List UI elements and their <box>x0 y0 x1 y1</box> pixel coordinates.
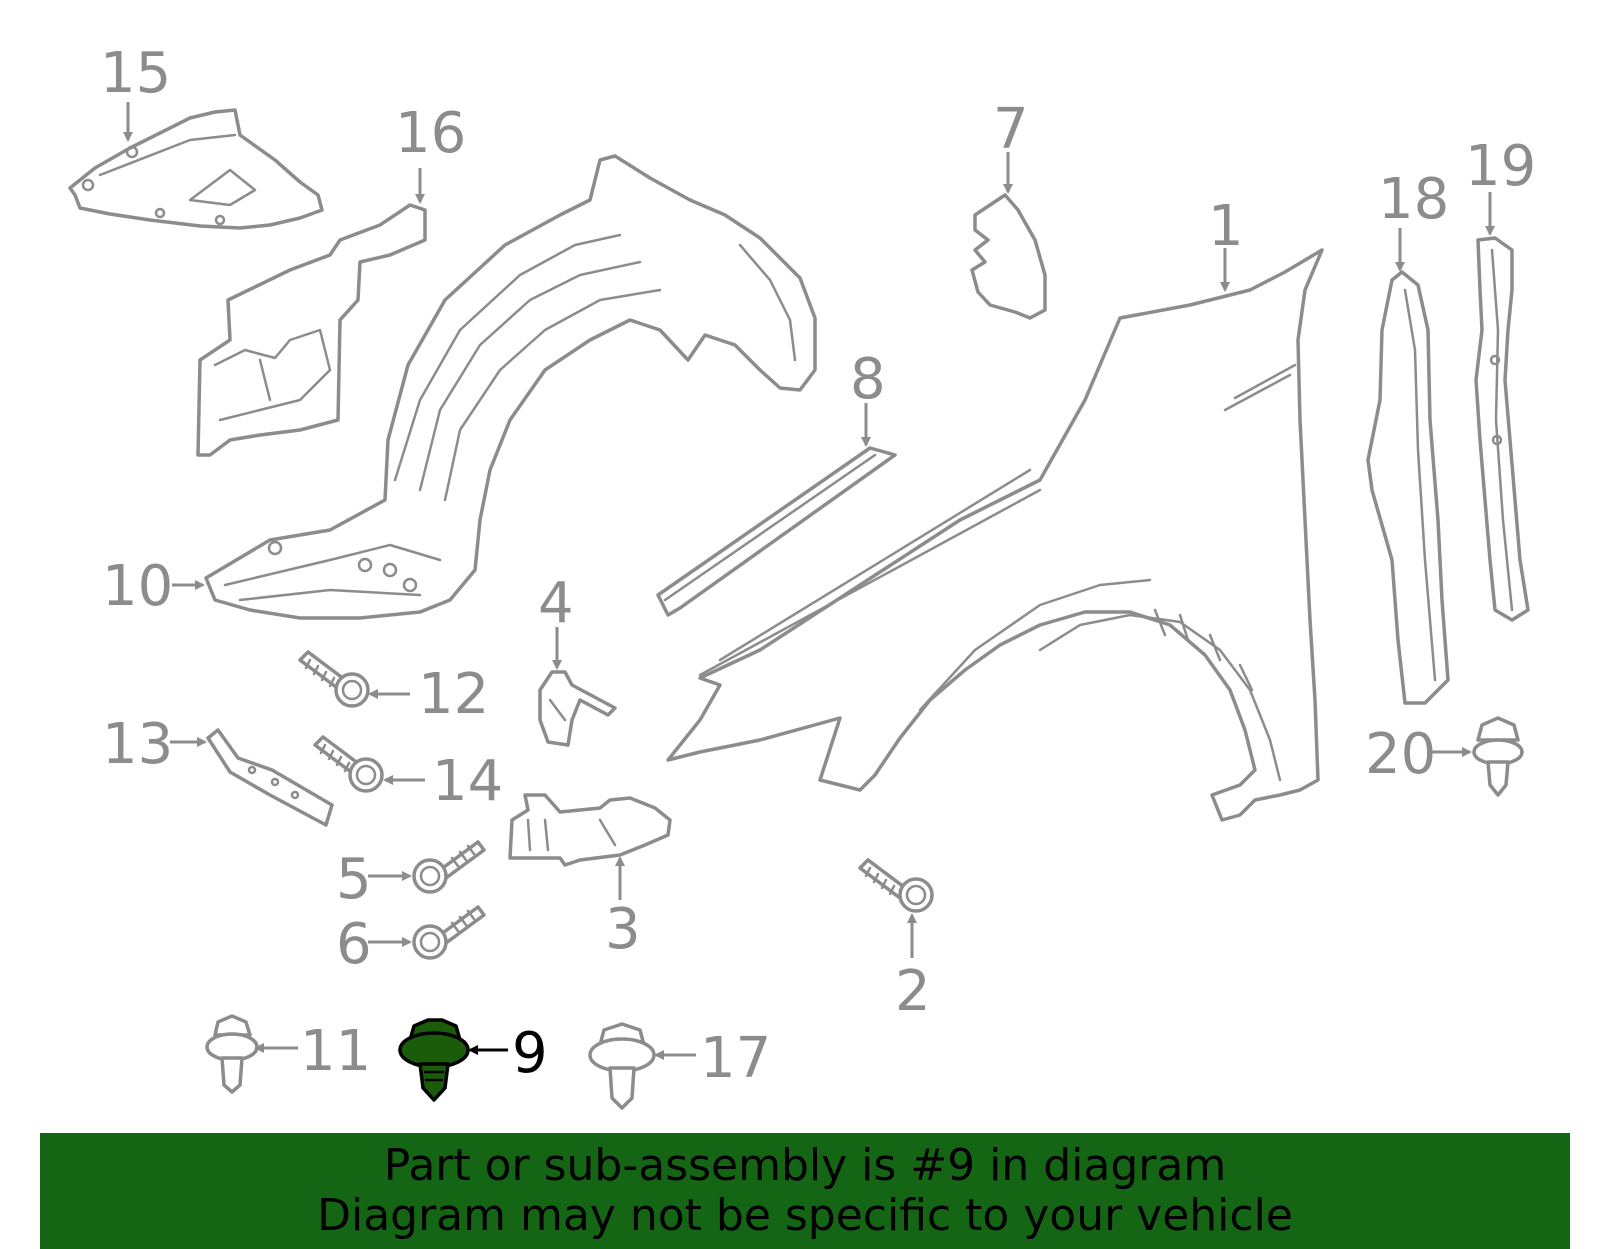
part-8-seal-strip[interactable] <box>656 446 897 617</box>
callout-20[interactable]: 20 <box>1365 722 1436 787</box>
part-9-clip-highlighted[interactable] <box>398 1018 470 1102</box>
part-1-fender[interactable] <box>666 248 1324 822</box>
part-19-reinforcement[interactable] <box>1474 236 1530 622</box>
callout-18[interactable]: 18 <box>1378 167 1449 232</box>
callout-1[interactable]: 1 <box>1208 194 1244 259</box>
callout-6[interactable]: 6 <box>336 912 372 977</box>
part-4-bracket[interactable] <box>538 670 617 747</box>
callout-5[interactable]: 5 <box>336 847 372 912</box>
part-10-fender-liner[interactable] <box>204 154 817 620</box>
part-7-insulator[interactable] <box>970 193 1047 320</box>
callout-4[interactable]: 4 <box>538 571 574 636</box>
part-18-seal[interactable] <box>1366 270 1450 705</box>
callout-2[interactable]: 2 <box>895 959 931 1024</box>
part-5-bolt[interactable] <box>412 840 486 894</box>
callout-15[interactable]: 15 <box>100 41 171 106</box>
part-20-clip[interactable] <box>1472 716 1524 797</box>
callout-14[interactable]: 14 <box>432 749 503 814</box>
callout-13[interactable]: 13 <box>102 712 173 777</box>
part-16-splash-shield[interactable] <box>196 203 427 457</box>
part-12-bolt[interactable] <box>298 650 370 708</box>
part-15-under-cover[interactable] <box>68 108 324 230</box>
part-2-bolt[interactable] <box>858 858 934 913</box>
part-14-bolt[interactable] <box>313 735 384 793</box>
callout-11[interactable]: 11 <box>300 1019 371 1084</box>
part-6-bolt[interactable] <box>412 905 486 960</box>
callout-9[interactable]: 9 <box>512 1021 548 1086</box>
part-3-mount-bracket[interactable] <box>508 793 672 867</box>
callout-10[interactable]: 10 <box>102 554 173 619</box>
callout-7[interactable]: 7 <box>993 97 1029 162</box>
part-17-clip[interactable] <box>588 1022 656 1110</box>
banner-line-2: Diagram may not be specific to your vehi… <box>317 1190 1293 1241</box>
callout-19[interactable]: 19 <box>1465 134 1536 199</box>
info-banner: Part or sub-assembly is #9 in diagram Di… <box>40 1133 1570 1249</box>
part-11-clip[interactable] <box>205 1014 259 1094</box>
callout-8[interactable]: 8 <box>850 347 886 412</box>
part-13-brace[interactable] <box>206 728 334 827</box>
callout-17[interactable]: 17 <box>700 1026 771 1091</box>
callout-16[interactable]: 16 <box>395 101 466 166</box>
callout-12[interactable]: 12 <box>418 662 489 727</box>
callout-3[interactable]: 3 <box>605 897 641 962</box>
banner-line-1: Part or sub-assembly is #9 in diagram <box>383 1140 1227 1191</box>
